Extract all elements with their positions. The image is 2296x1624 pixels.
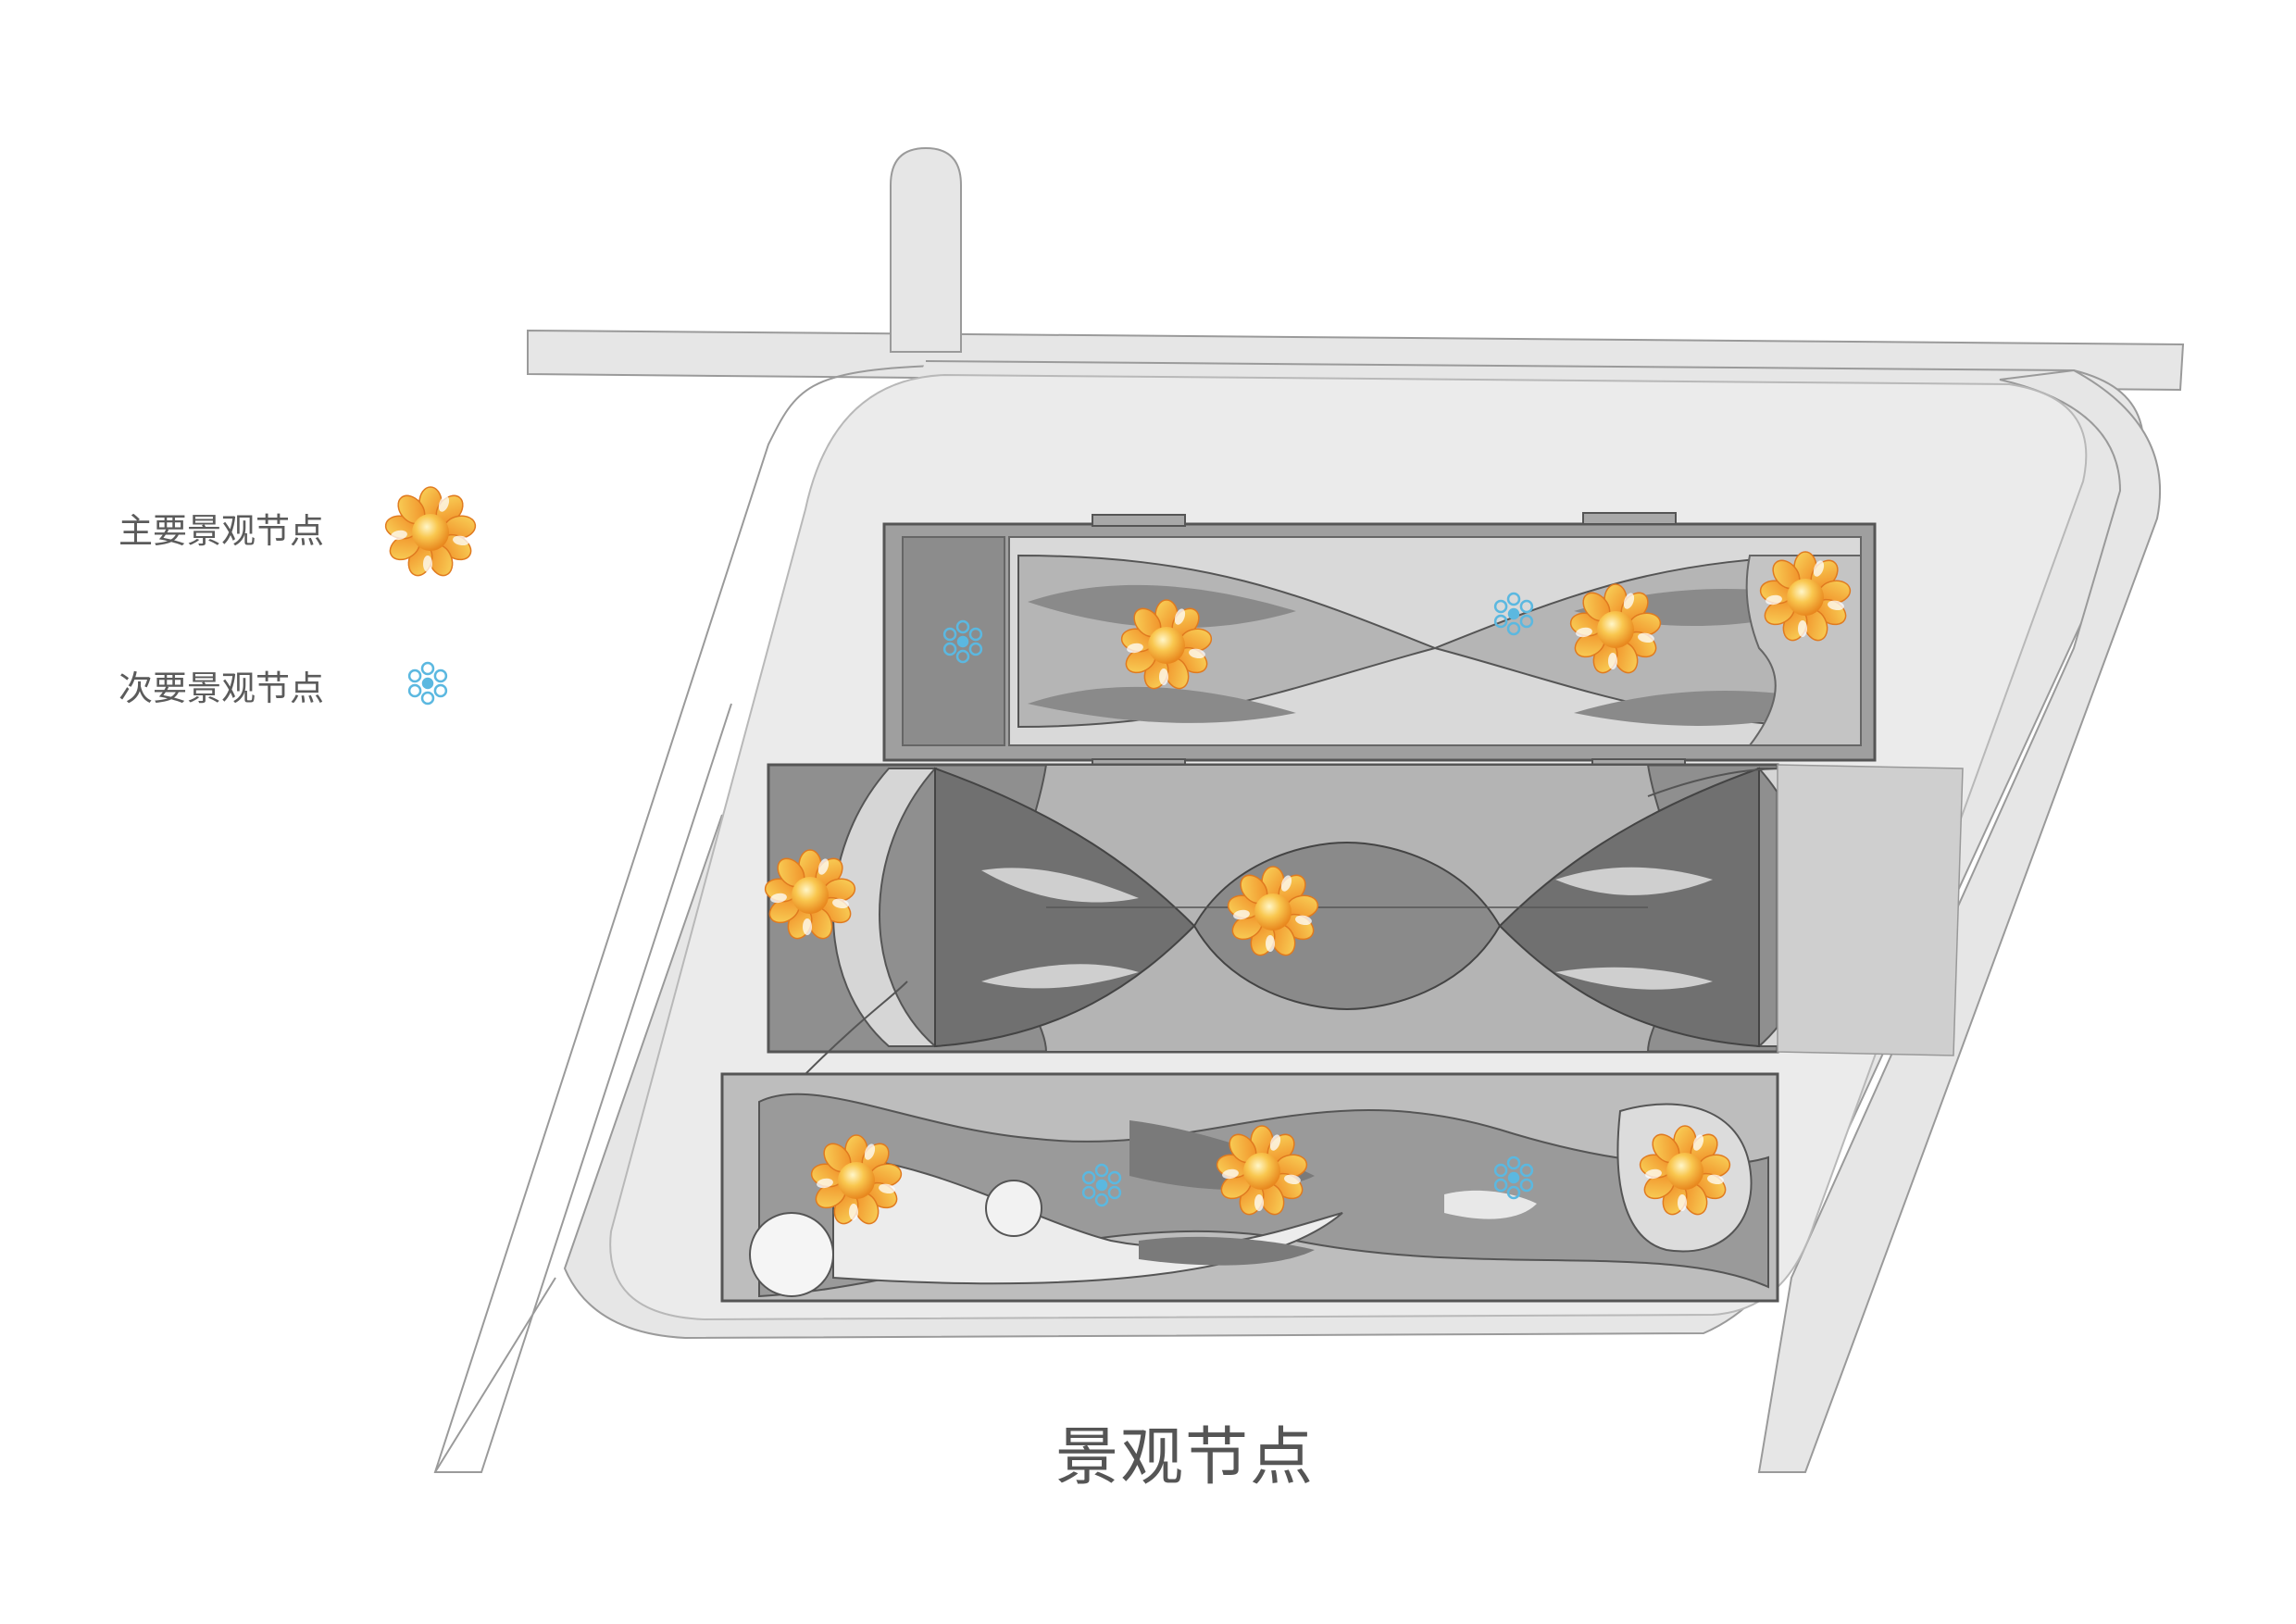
- block-north: [882, 512, 1877, 771]
- legend-secondary-label: 次要景观节点: [119, 668, 324, 708]
- map-title: 景观节点: [1054, 1421, 1315, 1494]
- side-terrace: [1777, 764, 1964, 1056]
- legend: [382, 486, 479, 706]
- legend-secondary-icon: [407, 661, 448, 706]
- block-central: [767, 763, 1862, 1075]
- legend-primary-icon: [382, 486, 479, 580]
- legend-primary-label: 主要景观节点: [119, 511, 324, 551]
